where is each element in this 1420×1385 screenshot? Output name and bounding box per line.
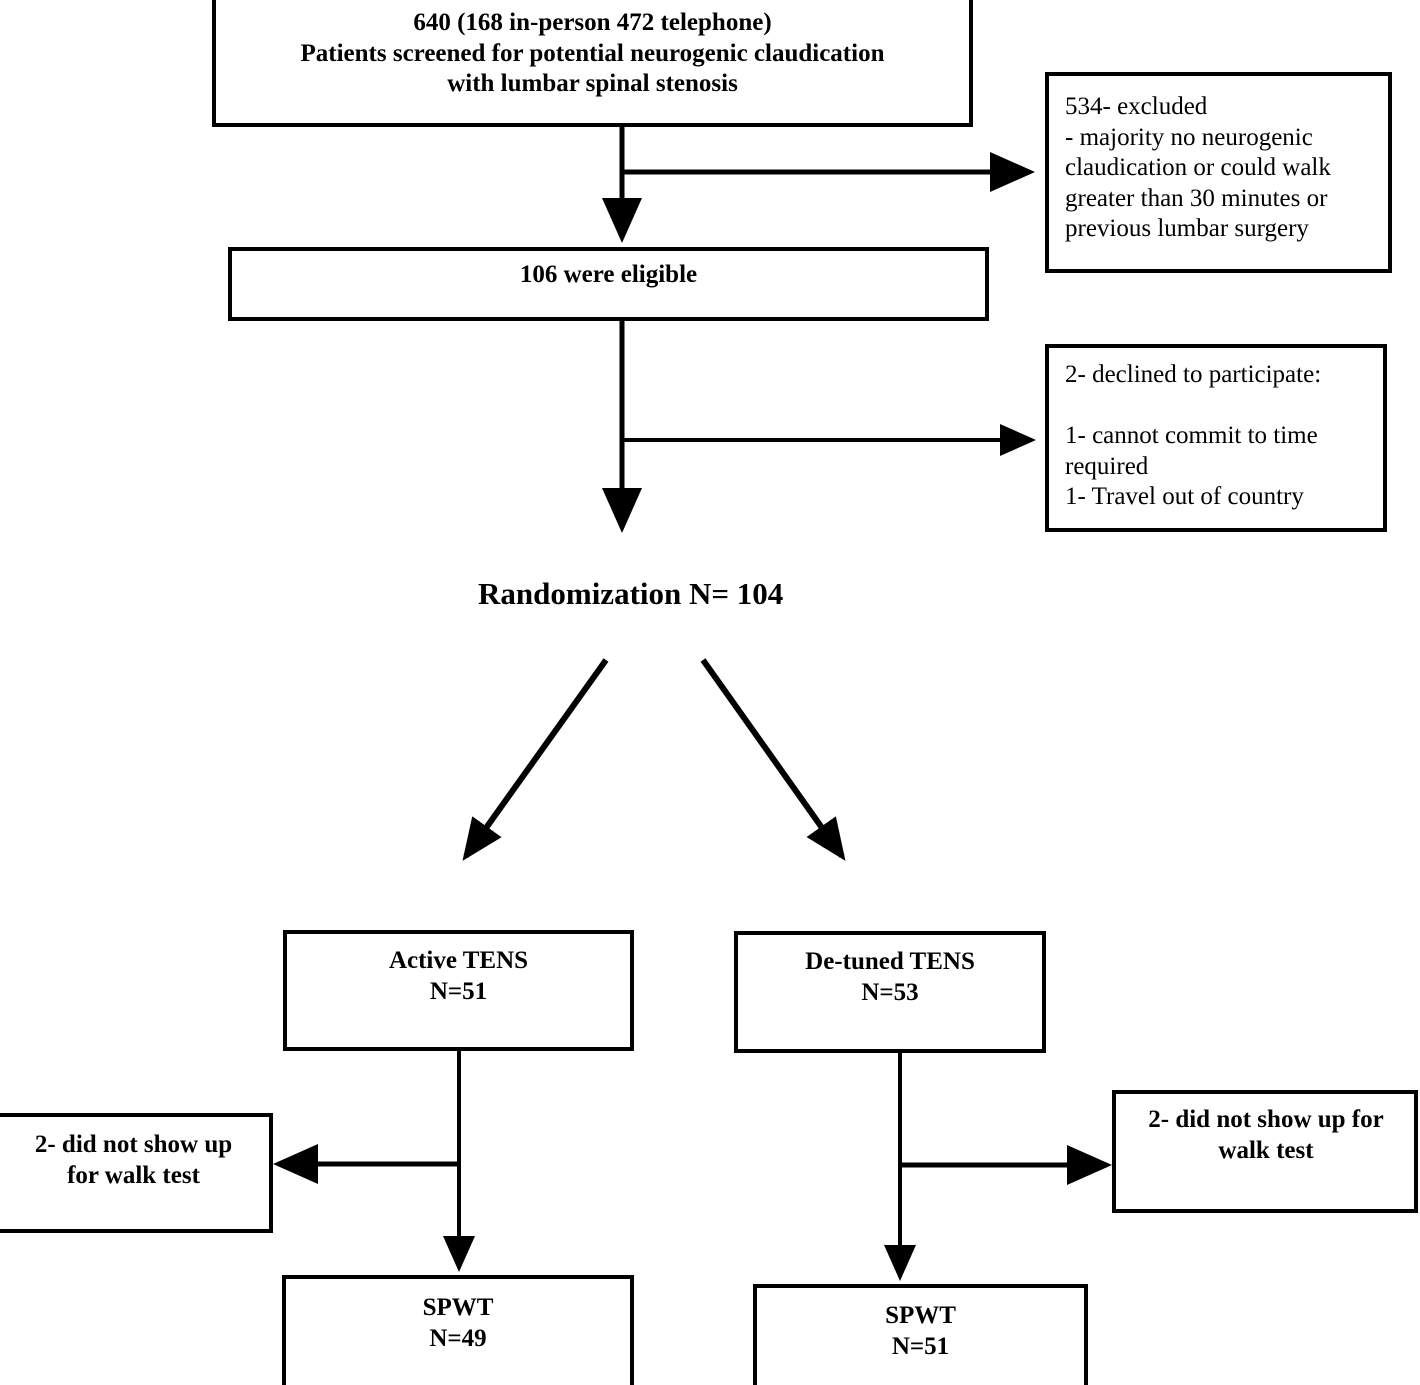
node-eligible-text: 106 were eligible bbox=[519, 261, 698, 288]
node-active-tens: Active TENS N=51 bbox=[283, 930, 634, 1051]
node-spwt-active: SPWT N=49 bbox=[282, 1275, 634, 1385]
node-excluded-text: 534- excluded - majority no neurogenic c… bbox=[1065, 93, 1331, 242]
node-randomization-text: Randomization N= 104 bbox=[478, 576, 784, 611]
node-spwt-detuned-text: SPWT N=51 bbox=[885, 1302, 956, 1360]
node-declined-to-participate-text: 2- declined to participate: 1- cannot co… bbox=[1065, 361, 1322, 510]
node-spwt-active-text: SPWT N=49 bbox=[422, 1294, 494, 1352]
node-noshow-detuned-text: 2- did not show up for walk test bbox=[1148, 1106, 1384, 1164]
node-noshow-detuned: 2- did not show up for walk test bbox=[1112, 1090, 1418, 1213]
node-randomization: Randomization N= 104 bbox=[478, 576, 783, 612]
connector-randomization-to-detuned bbox=[700, 658, 846, 861]
node-excluded: 534- excluded - majority no neurogenic c… bbox=[1045, 72, 1392, 273]
node-screened-patients-text: 640 (168 in-person 472 telephone) Patien… bbox=[300, 9, 885, 97]
node-declined-to-participate: 2- declined to participate: 1- cannot co… bbox=[1045, 344, 1387, 532]
node-spwt-detuned: SPWT N=51 bbox=[753, 1284, 1088, 1385]
node-detuned-tens: De-tuned TENS N=53 bbox=[734, 931, 1046, 1053]
node-screened-patients: 640 (168 in-person 472 telephone) Patien… bbox=[212, 0, 973, 127]
node-eligible: 106 were eligible bbox=[228, 247, 989, 321]
node-noshow-active-text: 2- did not show up for walk test bbox=[34, 1131, 233, 1189]
node-active-tens-text: Active TENS N=51 bbox=[388, 947, 529, 1005]
connector-randomization-to-active bbox=[462, 658, 609, 861]
node-detuned-tens-text: De-tuned TENS N=53 bbox=[805, 948, 975, 1006]
node-noshow-active: 2- did not show up for walk test bbox=[0, 1113, 273, 1233]
